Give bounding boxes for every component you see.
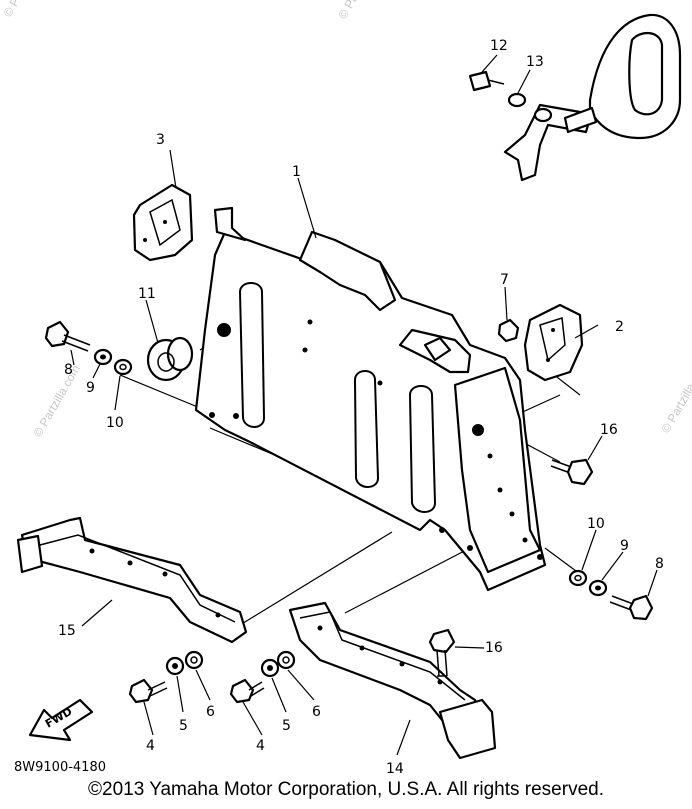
callout-10: 10: [587, 516, 605, 532]
callout-2: 2: [615, 319, 624, 335]
cross-member-part-14: [288, 601, 497, 760]
callout-10: 10: [106, 415, 124, 431]
bolt-set-right: [229, 650, 296, 704]
callout-15: 15: [58, 623, 76, 639]
leader-lines: [70, 54, 658, 756]
callout-12: 12: [490, 38, 508, 54]
callout-8: 8: [655, 556, 664, 572]
callout-11: 11: [138, 286, 156, 302]
handle-assembly: [468, 13, 682, 182]
callout-14: 14: [386, 761, 404, 777]
grommet-part-11: [146, 336, 194, 382]
bolt-part-16-right: [550, 458, 594, 486]
callout-9: 9: [620, 538, 629, 554]
callout-4: 4: [256, 738, 265, 754]
callout-1: 1: [292, 164, 301, 180]
callout-8: 8: [64, 362, 73, 378]
fwd-arrow-icon: FWD: [28, 698, 94, 742]
watermark: © Partzilla.com: [0, 0, 53, 20]
callout-6: 6: [312, 704, 321, 720]
callout-5: 5: [179, 718, 188, 734]
copyright-notice: ©2013 Yamaha Motor Corporation, U.S.A. A…: [88, 779, 604, 800]
callout-3: 3: [156, 132, 165, 148]
bracket-part-3: [132, 183, 194, 262]
callout-7: 7: [500, 272, 509, 288]
callouts: 1 2 3 4 4 5 5 6 6 7 8 8 9 9 10 10 11 12 …: [58, 38, 664, 777]
bolt-part-8-right: [568, 569, 654, 621]
bolt-set-left: [128, 650, 204, 704]
watermark: © Partzilla.com: [335, 0, 388, 22]
main-frame-part-1: [194, 206, 547, 592]
callout-5: 5: [282, 718, 291, 734]
callout-13: 13: [526, 54, 544, 70]
callout-6: 6: [206, 704, 215, 720]
bracket-part-2: [523, 303, 584, 382]
callout-9: 9: [86, 380, 95, 396]
bolt-part-16-lower: [428, 628, 456, 677]
callout-4: 4: [146, 738, 155, 754]
nut-part-7: [497, 318, 520, 343]
watermark: © Partzilla.com: [30, 362, 83, 439]
callout-16: 16: [600, 422, 618, 438]
drawing-code: 8W9100-4180: [14, 760, 106, 775]
watermark: © Partzilla.com: [658, 358, 692, 435]
cross-member-part-15: [16, 516, 248, 644]
callout-16: 16: [485, 640, 503, 656]
bolt-part-8-left: [44, 320, 133, 376]
